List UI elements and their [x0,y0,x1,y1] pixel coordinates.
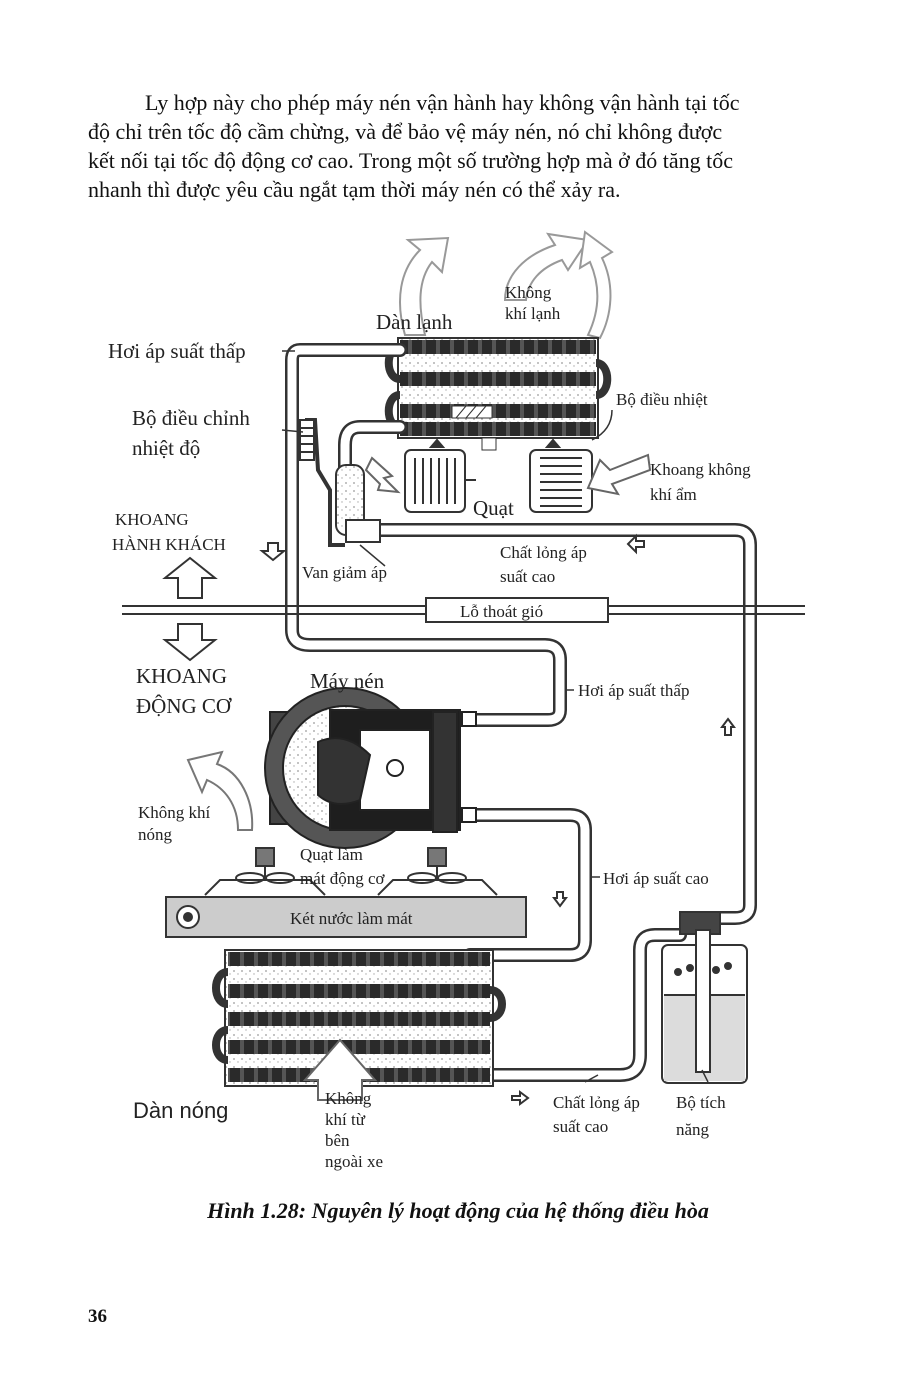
label-outside-air: Không [325,1089,372,1108]
compressor [264,687,477,849]
label-condenser: Dàn nóng [133,1098,228,1123]
paragraph-line: Ly hợp này cho phép máy nén vận hành hay… [145,90,740,115]
airflow-arrows [162,533,736,1106]
leader-lines [281,350,709,1083]
label-cabin-2: HÀNH KHÁCH [112,535,226,554]
label-temp-regulator: Bộ điều chỉnh [132,406,250,430]
label-radiator: Két nước làm mát [290,909,413,928]
label-cabin: KHOANG [115,510,189,529]
label-hp-liquid-top-2: suất cao [500,567,555,586]
radiator [165,896,527,938]
label-humid-air-2: khí ẩm [650,485,697,504]
label-compressor: Máy nén [310,669,385,693]
receiver-drier [661,911,748,1084]
outside-air-arrow [302,1038,378,1101]
paragraph-line: độ chỉ trên tốc độ cầm chừng, và để bảo … [88,119,723,144]
label-hot-air: Không khí [138,803,211,822]
label-cold-air-2: khí lạnh [505,304,561,323]
refrigerant-piping [285,343,757,1082]
paragraph-line: nhanh thì được yêu cầu ngắt tạm thời máy… [88,177,621,202]
label-hot-air-2: nóng [138,825,173,844]
label-low-pressure-top: Hơi áp suất thấp [108,339,246,363]
figure-caption: Hình 1.28: Nguyên lý hoạt động của hệ th… [207,1198,709,1223]
label-fan: Quạt [473,496,514,520]
label-hp-liquid-bottom: Chất lỏng áp [553,1093,640,1112]
blower-fans [404,438,600,513]
condenser [212,949,506,1087]
page-number: 36 [88,1306,107,1327]
label-engine-bay-2: ĐỘNG CƠ [136,694,232,718]
evaporator [384,337,612,451]
label-humid-air: Khoang không [650,460,751,479]
label-evaporator: Dàn lạnh [376,310,453,334]
label-low-pressure-mid: Hơi áp suất thấp [578,681,689,700]
label-cold-air: Không [505,283,552,302]
label-high-pressure-gas: Hơi áp suất cao [603,869,709,888]
label-engine-bay: KHOANG [136,664,227,688]
body-paragraph: Ly hợp này cho phép máy nén vận hành hay… [88,88,828,204]
hot-air-arrow [186,750,254,831]
paragraph-line: kết nối tại tốc độ động cơ cao. Trong mộ… [88,148,734,173]
label-outside-air-4: ngoài xe [325,1152,383,1171]
label-receiver: Bộ tích [676,1093,726,1112]
bulkhead [122,597,805,623]
label-cooling-fan-2: mát động cơ [300,869,386,888]
cold-air-arrows [399,230,614,340]
label-cooling-fan: Quạt làm [300,845,363,864]
engine-cooling-fans [204,847,498,896]
humid-air-arrow [586,453,652,496]
label-hp-liquid-top: Chất lỏng áp [500,543,587,562]
label-thermostat: Bộ điều nhiệt [616,390,708,409]
label-hp-liquid-bottom-2: suất cao [553,1117,608,1136]
expansion-valve [299,418,381,547]
label-air-vent: Lỗ thoát gió [460,602,543,621]
label-receiver-2: năng [676,1120,710,1139]
airflow-arrow [364,456,401,494]
label-outside-air-3: bên [325,1131,350,1150]
label-expansion-valve: Van giảm áp [302,563,387,582]
label-temp-regulator-2: nhiệt độ [132,436,200,460]
ac-system-diagram: Không khí lạnh Dàn lạnh Hơi áp suất thấp… [108,230,805,1171]
label-outside-air-2: khí từ [325,1110,366,1129]
